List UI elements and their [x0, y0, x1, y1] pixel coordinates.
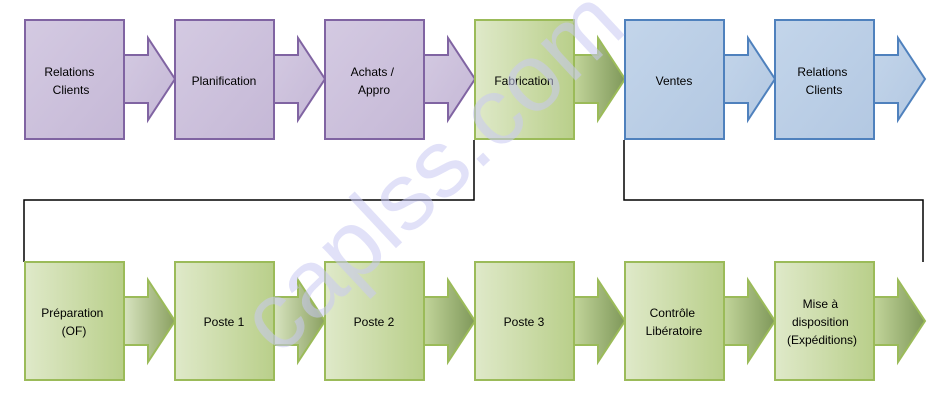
- bottom-step-preparation: Préparation (OF): [24, 261, 177, 381]
- step-box: [324, 19, 425, 140]
- step-arrow: [873, 34, 927, 124]
- step-box: [174, 19, 275, 140]
- bottom-row: Préparation (OF) Poste 1 Poste 2 Poste 3: [24, 261, 927, 381]
- step-arrow: [273, 34, 327, 124]
- step-label: Poste 3: [504, 315, 545, 329]
- step-arrow: [123, 276, 177, 366]
- step-label: Relations Clients: [797, 65, 850, 97]
- top-step-fabrication: Fabrication: [474, 19, 627, 140]
- top-step-relations-clients-2: Relations Clients: [774, 19, 927, 140]
- step-arrow: [873, 276, 927, 366]
- step-box: [474, 261, 575, 381]
- step-box: [474, 19, 575, 140]
- top-step-planification: Planification: [174, 19, 327, 140]
- step-label: Planification: [192, 74, 257, 88]
- top-step-ventes: Ventes: [624, 19, 777, 140]
- bottom-step-poste-2: Poste 2: [324, 261, 477, 381]
- step-box: [24, 19, 125, 140]
- step-arrow: [573, 34, 627, 124]
- top-row: Relations Clients Planification Achats /…: [24, 19, 927, 140]
- step-box: [24, 261, 125, 381]
- connector-right: [623, 140, 924, 262]
- step-label: Achats / Appro: [351, 65, 398, 97]
- step-box: [624, 261, 725, 381]
- top-step-relations-clients: Relations Clients: [24, 19, 177, 140]
- step-arrow: [273, 276, 327, 366]
- step-arrow: [123, 34, 177, 124]
- step-arrow: [573, 276, 627, 366]
- step-box: [174, 261, 275, 381]
- step-label: Mise à disposition (Expéditions): [787, 297, 857, 347]
- step-label: Contrôle Libératoire: [646, 306, 703, 338]
- step-box: [324, 261, 425, 381]
- step-box: [774, 261, 875, 381]
- top-step-achats-appro: Achats / Appro: [324, 19, 477, 140]
- step-label: Relations Clients: [44, 65, 97, 97]
- bottom-step-mise-a-disposition: Mise à disposition (Expéditions): [774, 261, 927, 381]
- step-arrow: [723, 34, 777, 124]
- bottom-step-poste-1: Poste 1: [174, 261, 327, 381]
- step-label: Poste 1: [204, 315, 245, 329]
- connector-lines: [23, 140, 924, 262]
- bottom-step-poste-3: Poste 3: [474, 261, 627, 381]
- step-label: Poste 2: [354, 315, 395, 329]
- step-arrow: [423, 34, 477, 124]
- step-label: Fabrication: [494, 74, 553, 88]
- connector-left: [23, 140, 475, 262]
- bottom-step-controle-liberatoire: Contrôle Libératoire: [624, 261, 777, 381]
- step-box: [624, 19, 725, 140]
- step-label: Ventes: [656, 74, 693, 88]
- step-box: [774, 19, 875, 140]
- step-arrow: [423, 276, 477, 366]
- step-arrow: [723, 276, 777, 366]
- step-label: Préparation (OF): [41, 306, 106, 338]
